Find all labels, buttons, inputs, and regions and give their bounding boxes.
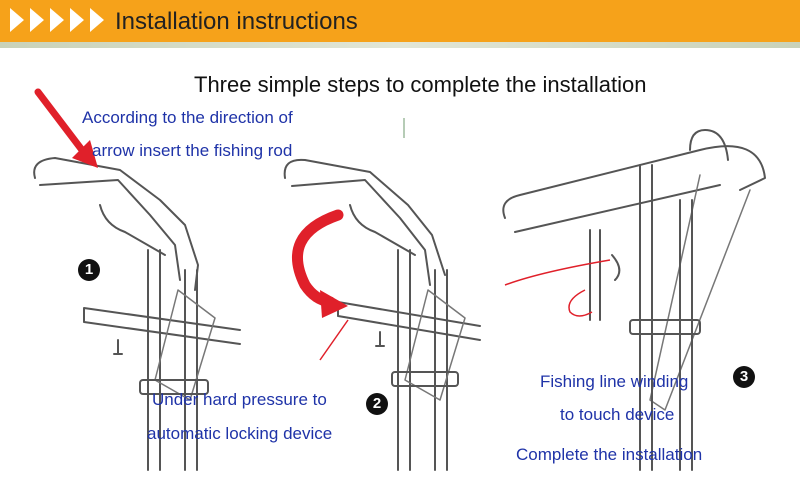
- red-arrow-press: [297, 215, 348, 318]
- step3-instruction-line1: Fishing line winding: [540, 372, 688, 392]
- red-arrow-insert: [38, 92, 98, 168]
- step1-number-badge: 1: [78, 259, 100, 281]
- step1-instruction-line1: According to the direction of: [82, 108, 293, 128]
- step3-instruction-line2: to touch device: [560, 405, 674, 425]
- step1-instruction-line2: arrow insert the fishing rod: [92, 141, 292, 161]
- step3-number-badge: 3: [733, 366, 755, 388]
- step2-instruction-line1: Under hard pressure to: [152, 390, 327, 410]
- step2-number-badge: 2: [366, 393, 388, 415]
- red-pointer-line: [320, 320, 348, 360]
- fishing-line: [505, 260, 610, 316]
- step3-instruction-line3: Complete the installation: [516, 445, 702, 465]
- step2-instruction-line2: automatic locking device: [147, 424, 332, 444]
